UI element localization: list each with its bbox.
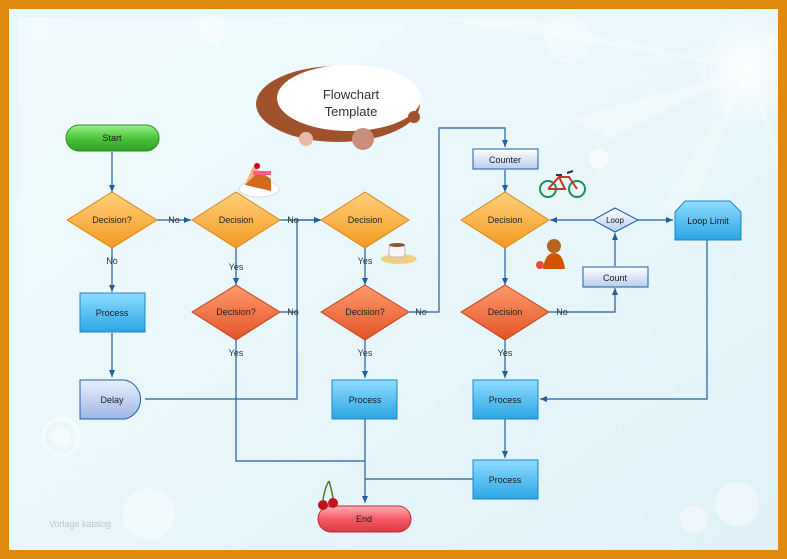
process-label: Process <box>489 475 522 485</box>
loop-limit-node[interactable]: Loop Limit <box>674 200 742 241</box>
process-node[interactable]: Process <box>331 379 398 420</box>
connectors <box>109 127 708 503</box>
process-node[interactable]: Process <box>472 459 539 500</box>
decision-label: Decision <box>348 215 383 225</box>
decision-node[interactable]: Decision? <box>66 191 158 249</box>
title-graphic: Flowchart Template <box>256 65 421 150</box>
loop-limit-label: Loop Limit <box>687 216 729 226</box>
watermark: Vorlage katalog <box>49 519 111 529</box>
delay-node[interactable]: Delay <box>79 379 141 420</box>
edge-label-no: No <box>287 215 299 225</box>
edge-label-yes: Yes <box>358 348 373 358</box>
process-label: Process <box>96 308 129 318</box>
coffee-icon <box>381 243 417 264</box>
process-label: Process <box>349 395 382 405</box>
edge-label-no: No <box>106 256 118 266</box>
cherries-icon <box>318 480 338 510</box>
decision-label: Decision? <box>92 215 132 225</box>
decision-node[interactable]: Decision <box>460 191 550 249</box>
decision-node[interactable]: Decision <box>191 191 281 249</box>
process-node[interactable]: Process <box>472 379 539 420</box>
count-node[interactable]: Count <box>582 266 649 288</box>
flowchart-diagram: Flowchart Template No No No Yes No Ye <box>18 9 778 550</box>
person-icon <box>536 239 565 269</box>
title-line-2: Template <box>325 104 378 119</box>
decision-node[interactable]: Decision <box>320 191 410 249</box>
decision-label: Decision <box>488 307 523 317</box>
loop-label: Loop <box>606 216 624 225</box>
edge-label-yes: Yes <box>358 256 373 266</box>
title-line-1: Flowchart <box>323 87 380 102</box>
end-label: End <box>356 514 372 524</box>
edge-label-yes: Yes <box>498 348 513 358</box>
process-label: Process <box>489 395 522 405</box>
end-terminator[interactable]: End <box>317 505 412 533</box>
edge-label-yes: Yes <box>229 348 244 358</box>
delay-label: Delay <box>100 395 124 405</box>
edge-label-no: No <box>556 307 568 317</box>
edge-label-no: No <box>168 215 180 225</box>
decision-label: Decision <box>488 215 523 225</box>
start-label: Start <box>102 133 122 143</box>
background-decoration <box>41 9 778 540</box>
cake-icon <box>238 163 280 198</box>
decision-label: Decision? <box>345 307 385 317</box>
decision-node[interactable]: Decision? <box>320 284 410 341</box>
bicycle-icon <box>539 170 586 198</box>
decision-label: Decision? <box>216 307 256 317</box>
counter-node[interactable]: Counter <box>472 148 539 170</box>
edge-label-no: No <box>415 307 427 317</box>
edge-label-no: No <box>287 307 299 317</box>
decision-label: Decision <box>219 215 254 225</box>
start-terminator[interactable]: Start <box>65 124 160 152</box>
decision-node[interactable]: Decision? <box>191 284 281 341</box>
decision-node[interactable]: Decision <box>460 284 550 341</box>
count-label: Count <box>603 273 628 283</box>
loop-node[interactable]: Loop <box>591 207 640 233</box>
edge-label-yes: Yes <box>229 262 244 272</box>
counter-label: Counter <box>489 155 521 165</box>
process-node[interactable]: Process <box>79 292 146 333</box>
